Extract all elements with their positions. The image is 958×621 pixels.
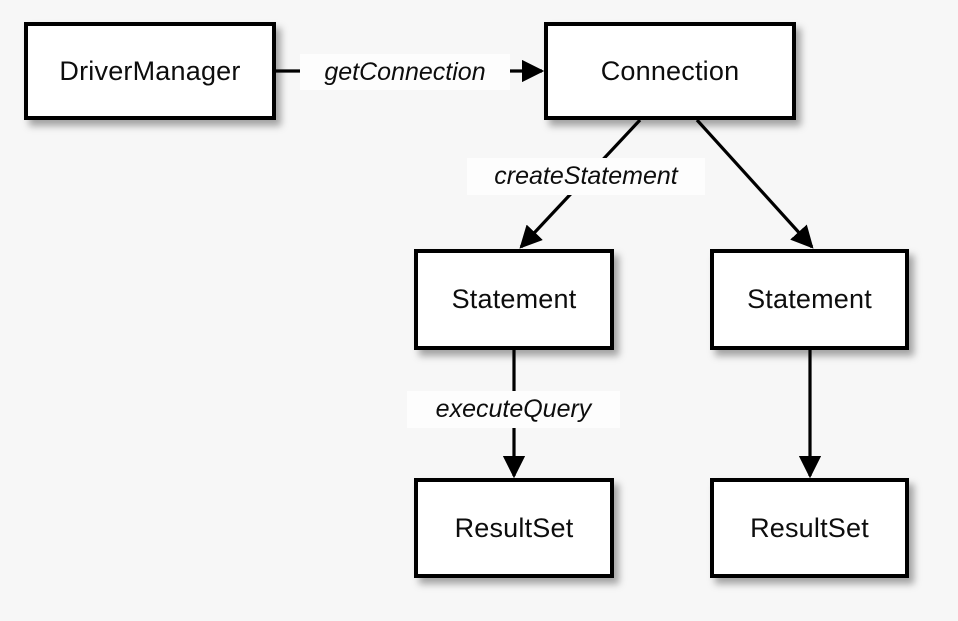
node-label: DriverManager (59, 55, 241, 86)
edge-label-executequery: executeQuery (407, 391, 620, 428)
node-label: ResultSet (750, 512, 869, 543)
edge-label-createstatement: createStatement (467, 158, 705, 195)
node-label: Connection (600, 55, 740, 86)
edge-label-text: getConnection (324, 57, 486, 86)
node-statement-right[interactable]: Statement (710, 249, 909, 350)
node-statement-left[interactable]: Statement (414, 249, 614, 350)
node-label: ResultSet (454, 512, 574, 543)
node-drivermanager[interactable]: DriverManager (24, 22, 276, 120)
edge-label-getconnection: getConnection (300, 54, 510, 90)
node-label: Statement (747, 284, 872, 314)
edge-label-text: executeQuery (435, 395, 592, 423)
edge-label-text: createStatement (494, 162, 678, 190)
node-resultset-left[interactable]: ResultSet (414, 478, 614, 578)
edge-createstatement-right (695, 118, 814, 249)
node-connection[interactable]: Connection (544, 22, 796, 120)
node-label: Statement (451, 284, 577, 314)
node-resultset-right[interactable]: ResultSet (710, 478, 909, 578)
